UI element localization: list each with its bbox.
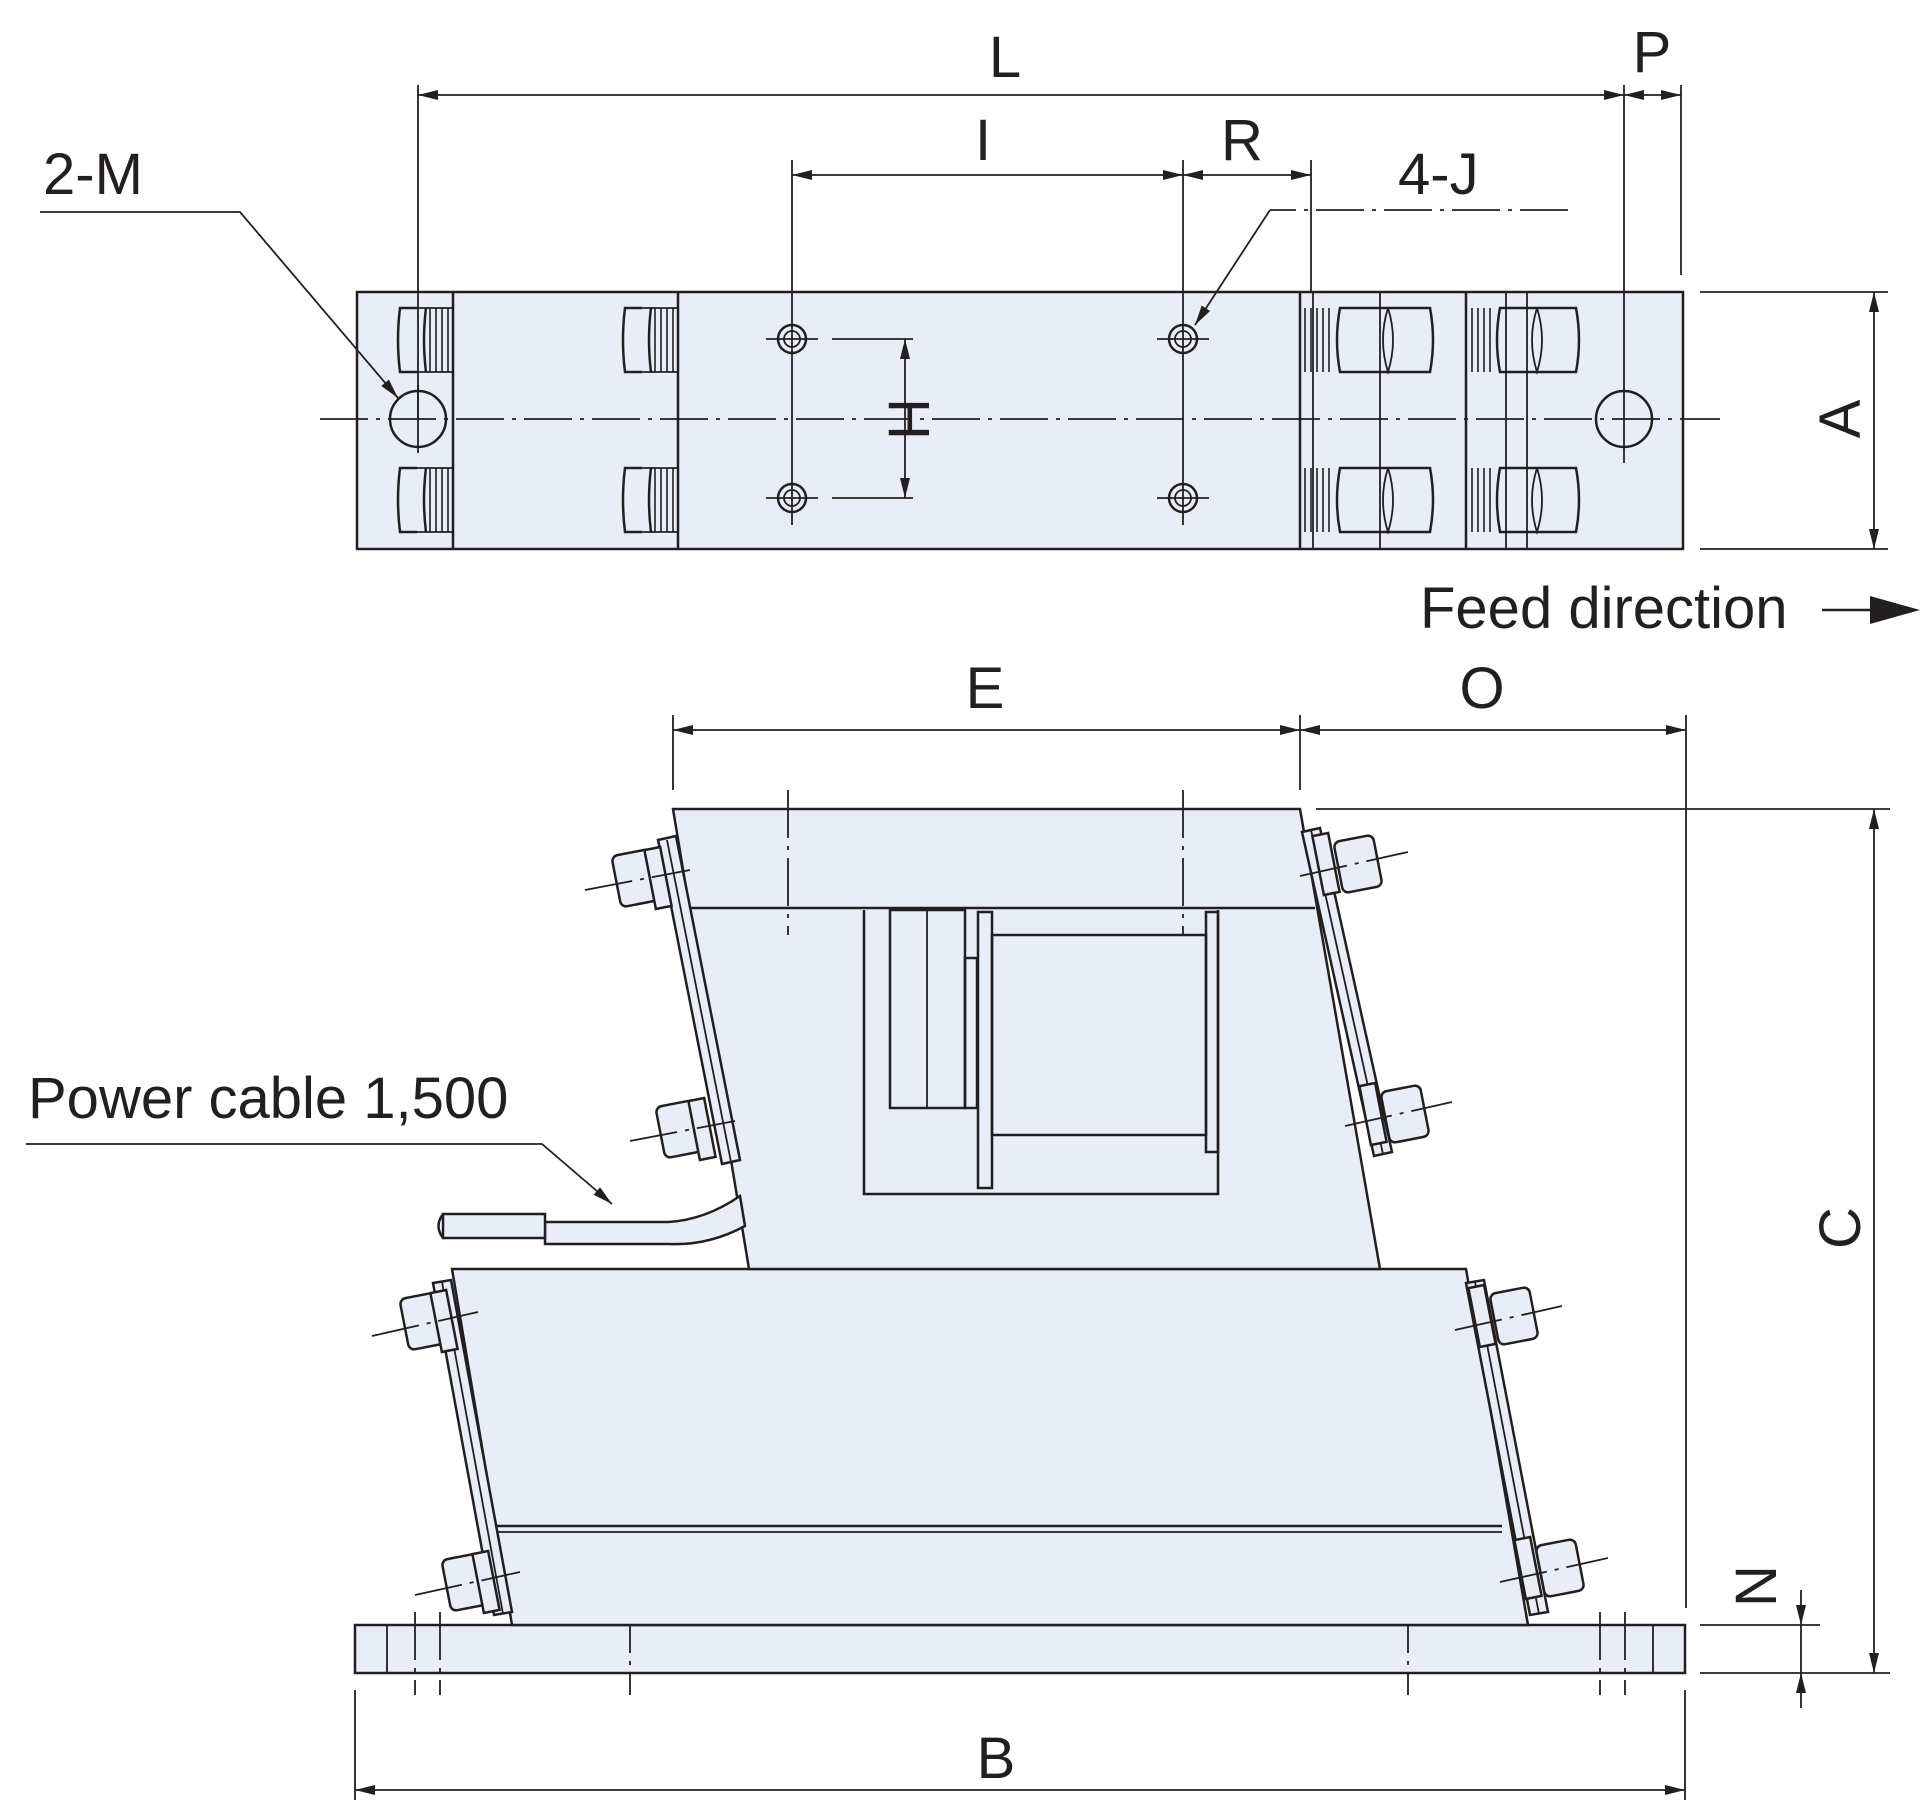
bolt-upper-left-2 [629, 1096, 736, 1162]
label-I: I [975, 108, 991, 173]
base-plate [353, 1623, 1687, 1675]
label-O: O [1459, 656, 1504, 721]
label-H: H [876, 398, 941, 440]
bolt-lower-right-2 [1499, 1535, 1609, 1601]
label-4-j: 4-J [1398, 142, 1479, 207]
bolt-lower-left-1 [371, 1288, 479, 1354]
spring-clamp-top-right-2 [1471, 306, 1581, 376]
label-P: P [1633, 20, 1672, 85]
label-C: C [1808, 1207, 1873, 1249]
spring-clamp-bottom-mid [621, 466, 678, 534]
spring-clamp-top-right-1 [1304, 306, 1435, 376]
label-R: R [1221, 108, 1263, 173]
feed-direction-arrow [1822, 596, 1920, 624]
spring-clamp-bottom-right-2 [1471, 466, 1581, 536]
spring-clamp-bottom-left [396, 466, 453, 534]
label-E: E [966, 656, 1005, 721]
bolt-upper-right-1 [1299, 831, 1409, 897]
label-B: B [977, 1726, 1016, 1791]
bolt-lower-right-1 [1454, 1283, 1563, 1349]
label-A: A [1808, 399, 1873, 438]
spring-clamp-top-mid [621, 306, 678, 374]
lower-trough-body [450, 1267, 1530, 1627]
leader-4-j-arrow [1194, 209, 1271, 326]
top-view [40, 85, 1888, 551]
label-feed-direction: Feed direction [1420, 576, 1788, 641]
power-cable [437, 1193, 747, 1246]
spring-clamp-top-left [396, 306, 453, 374]
side-view [26, 715, 1890, 1800]
leader-2-m [40, 211, 399, 399]
bolt-upper-right-2 [1344, 1081, 1453, 1147]
bolt-upper-left-1 [584, 845, 691, 911]
label-N: N [1724, 1565, 1789, 1607]
spring-clamp-bottom-right-1 [1304, 466, 1435, 536]
label-power-cable: Power cable 1,500 [28, 1066, 508, 1131]
label-2-m: 2-M [43, 142, 143, 207]
top-view-body [355, 290, 1685, 551]
upper-trough-body [671, 807, 1382, 1271]
leader-power-cable [26, 1143, 613, 1205]
bolt-lower-left-2 [414, 1549, 521, 1615]
label-L: L [989, 25, 1021, 90]
